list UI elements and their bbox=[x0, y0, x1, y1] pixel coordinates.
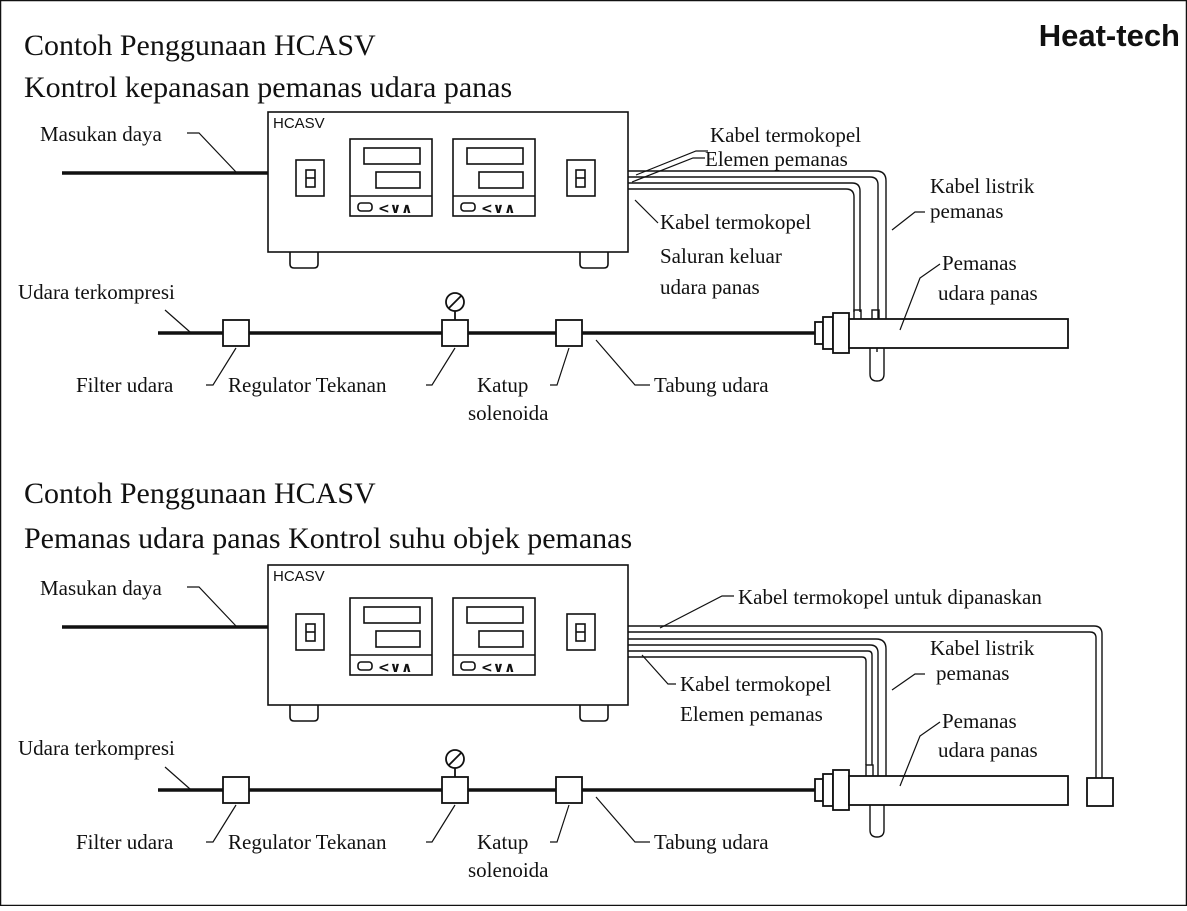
label-valve: Katup bbox=[477, 373, 528, 397]
controller-label: HCASV bbox=[273, 568, 325, 585]
label-compressed-air: Udara terkompresi bbox=[18, 280, 175, 304]
label-thermocouple-mid-line2: Elemen pemanas bbox=[680, 702, 823, 726]
hot-air-heater bbox=[814, 769, 1069, 811]
diagram-1-subheading: Kontrol kepanasan pemanas udara panas bbox=[24, 71, 512, 104]
label-power-cable: Kabel listrik bbox=[930, 174, 1035, 198]
label-power-input: Masukan daya bbox=[40, 576, 163, 600]
air-filter bbox=[222, 319, 250, 347]
label-valve: Katup bbox=[477, 830, 528, 854]
label-thermocouple-mid: Kabel termokopel bbox=[680, 672, 831, 696]
label-air-tube: Tabung udara bbox=[654, 373, 769, 397]
heated-object bbox=[1086, 777, 1114, 807]
controller-label: HCASV bbox=[273, 115, 325, 132]
diagram-2-subheading: Pemanas udara panas Kontrol suhu objek p… bbox=[24, 522, 632, 555]
controller-unit bbox=[267, 564, 629, 722]
label-heater: Pemanas bbox=[942, 709, 1017, 733]
label-valve-line2: solenoida bbox=[468, 858, 549, 882]
diagram-1-heading: Contoh Penggunaan HCASV bbox=[24, 29, 376, 62]
label-power-input: Masukan daya bbox=[40, 122, 163, 146]
pressure-regulator bbox=[441, 749, 469, 804]
label-power-cable-line2: pemanas bbox=[936, 661, 1009, 685]
label-valve-line2: solenoida bbox=[468, 401, 549, 425]
label-heater-line2: udara panas bbox=[938, 738, 1038, 762]
leader-lines bbox=[164, 586, 941, 843]
label-thermocouple-mid-line3: udara panas bbox=[660, 275, 760, 299]
label-power-cable-line2: pemanas bbox=[930, 199, 1003, 223]
keypad-glyphs: <∨∧ bbox=[481, 660, 515, 676]
diagram-1: Contoh Penggunaan HCASV Kontrol kepanasa… bbox=[18, 29, 1069, 425]
cable-bundle bbox=[628, 170, 887, 382]
label-thermocouple-mid-line2: Saluran keluar bbox=[660, 244, 782, 268]
keypad-glyphs: <∨∧ bbox=[378, 660, 412, 676]
label-compressed-air: Udara terkompresi bbox=[18, 736, 175, 760]
label-regulator: Regulator Tekanan bbox=[228, 830, 387, 854]
brand-logo: Heat-tech bbox=[1039, 18, 1180, 53]
label-thermocouple-top-line2: Elemen pemanas bbox=[705, 147, 848, 171]
label-air-tube: Tabung udara bbox=[654, 830, 769, 854]
keypad-glyphs: <∨∧ bbox=[481, 201, 515, 217]
label-thermocouple-top: Kabel termokopel bbox=[710, 123, 861, 147]
leader-lines bbox=[164, 132, 941, 386]
label-heater: Pemanas bbox=[942, 251, 1017, 275]
label-regulator: Regulator Tekanan bbox=[228, 373, 387, 397]
label-air-filter: Filter udara bbox=[76, 373, 174, 397]
label-power-cable: Kabel listrik bbox=[930, 636, 1035, 660]
label-thermocouple-object: Kabel termokopel untuk dipanaskan bbox=[738, 585, 1042, 609]
label-thermocouple-mid: Kabel termokopel bbox=[660, 210, 811, 234]
diagram-2-heading: Contoh Penggunaan HCASV bbox=[24, 477, 376, 510]
air-filter bbox=[222, 776, 250, 804]
solenoid-valve bbox=[555, 776, 583, 804]
diagram-2: Contoh Penggunaan HCASV Pemanas udara pa… bbox=[18, 477, 1114, 882]
label-heater-line2: udara panas bbox=[938, 281, 1038, 305]
solenoid-valve bbox=[555, 319, 583, 347]
hot-air-heater bbox=[814, 312, 1069, 354]
label-air-filter: Filter udara bbox=[76, 830, 174, 854]
controller-unit bbox=[267, 111, 629, 269]
pressure-regulator bbox=[441, 292, 469, 347]
cable-bundle bbox=[628, 625, 1103, 838]
keypad-glyphs: <∨∧ bbox=[378, 201, 412, 217]
